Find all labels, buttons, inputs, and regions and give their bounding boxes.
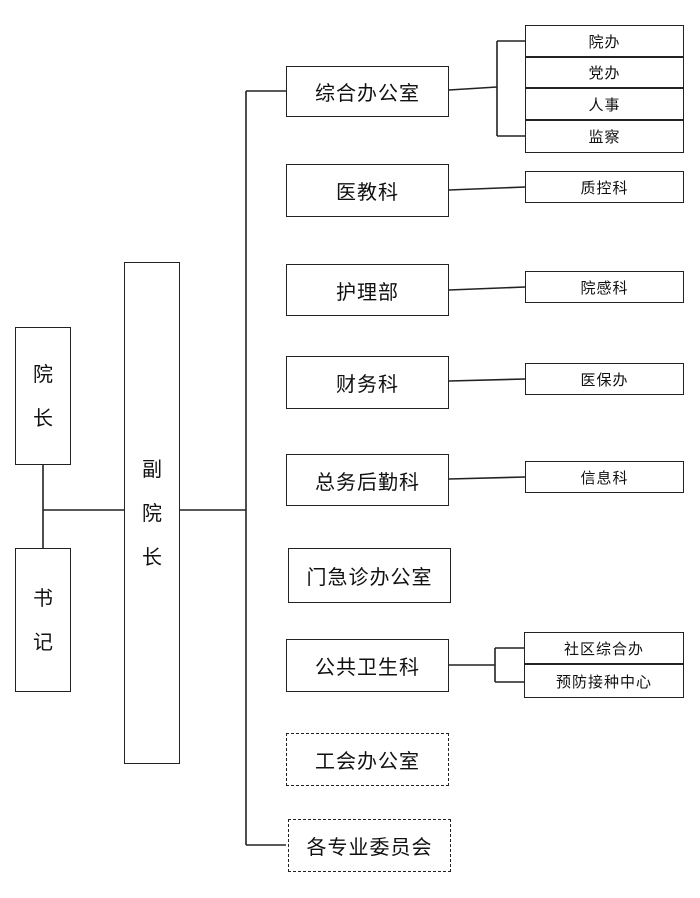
sub-medical-insurance-label: 医保办 [580,370,629,389]
sub-quality-control-label: 质控科 [580,178,629,197]
dept-logistics: 总务后勤科 [286,454,449,506]
dept-union-office: 工会办公室 [286,733,449,786]
dept-medical-education-label: 医教科 [336,180,399,204]
dept-emergency-outpatient: 门急诊办公室 [288,548,451,603]
president-char-1: 院 [33,362,53,386]
dept-general-office: 综合办公室 [286,66,449,117]
sub-information: 信息科 [525,461,684,493]
vice-president-box: 副 院 长 [124,262,180,764]
sub-hospital-office: 院办 [525,25,684,57]
sub-information-label: 信息科 [580,468,629,487]
dept-committees: 各专业委员会 [288,819,451,872]
sub-party-office: 党办 [525,57,684,88]
dept-emergency-outpatient-label: 门急诊办公室 [306,565,433,589]
dept-nursing-label: 护理部 [336,279,399,304]
dept-public-health-label: 公共卫生科 [315,655,420,679]
sub-vaccination-center: 预防接种中心 [524,664,684,698]
sub-personnel: 人事 [525,88,684,120]
president-char-2: 长 [33,406,53,430]
dept-nursing: 护理部 [286,264,449,316]
dept-general-office-label: 综合办公室 [315,81,420,105]
sub-quality-control: 质控科 [525,171,684,203]
secretary-char-2: 记 [33,630,53,654]
dept-logistics-label: 总务后勤科 [315,469,420,494]
dept-union-office-label: 工会办公室 [315,749,420,773]
dept-medical-education: 医教科 [286,164,449,217]
sub-community-office-label: 社区综合办 [563,639,644,658]
sub-hospital-office-label: 院办 [588,32,621,51]
sub-vaccination-center-label: 预防接种中心 [555,672,652,691]
sub-personnel-label: 人事 [588,95,621,114]
sub-supervision: 监察 [525,120,684,153]
sub-community-office: 社区综合办 [524,632,684,664]
vice-president-char-2: 院 [142,501,162,525]
vice-president-char-3: 长 [142,545,162,569]
sub-party-office-label: 党办 [588,64,621,82]
vice-president-char-1: 副 [142,457,162,481]
secretary-char-1: 书 [33,586,53,610]
secretary-box: 书 记 [15,548,71,692]
sub-medical-insurance: 医保办 [525,363,684,395]
sub-infection-control: 院感科 [525,271,684,303]
sub-supervision-label: 监察 [588,128,621,146]
dept-public-health: 公共卫生科 [286,639,449,692]
dept-committees-label: 各专业委员会 [306,835,433,859]
sub-infection-control-label: 院感科 [580,278,629,297]
dept-finance-label: 财务科 [336,372,399,396]
dept-finance: 财务科 [286,356,449,409]
president-box: 院 长 [15,327,71,465]
